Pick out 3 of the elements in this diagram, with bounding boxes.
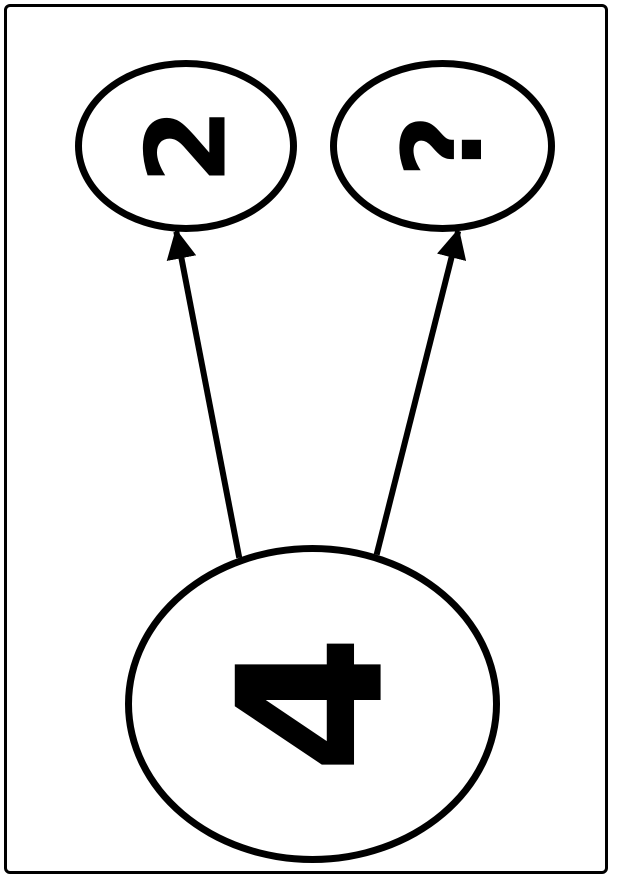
number-text: 4 <box>212 634 412 774</box>
number-text: ? <box>388 114 498 178</box>
number-text: 2 <box>131 108 241 184</box>
